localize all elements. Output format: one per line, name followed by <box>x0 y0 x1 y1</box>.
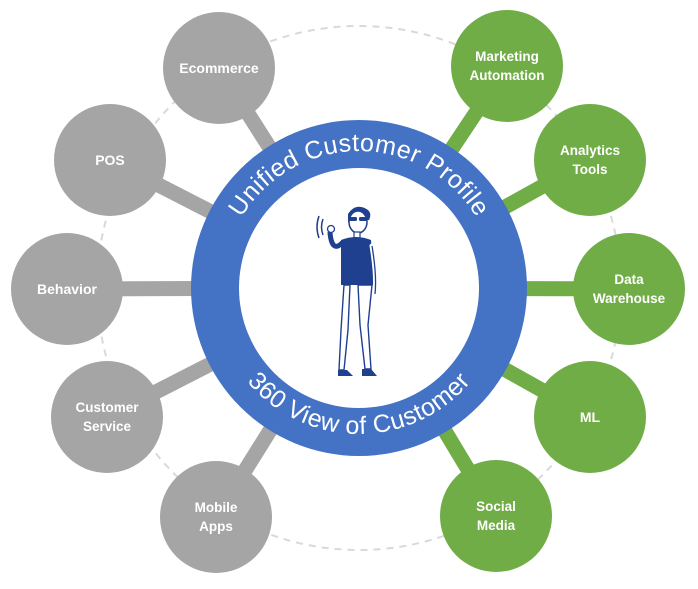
node-circle-pos <box>54 104 166 216</box>
connector-customer-service <box>149 354 220 400</box>
node-ml: ML <box>534 361 646 473</box>
node-label-behavior: Behavior <box>37 281 97 297</box>
connector-analytics-tools <box>495 178 549 218</box>
node-label-line: POS <box>95 152 125 168</box>
node-label-line: Apps <box>199 519 233 534</box>
node-behavior: Behavior <box>11 233 123 345</box>
node-circle-social-media <box>440 460 552 572</box>
node-circle-customer-service <box>51 361 163 473</box>
node-label-line: Tools <box>573 162 608 177</box>
node-circle-ml <box>534 361 646 473</box>
connectors <box>118 105 578 477</box>
node-label-line: Analytics <box>560 143 620 158</box>
node-label-ecommerce: Ecommerce <box>179 60 259 76</box>
node-ecommerce: Ecommerce <box>163 12 275 124</box>
node-circle-data-warehouse <box>573 233 685 345</box>
center-hub: Unified Customer Profile 360 View of Cus… <box>191 120 527 456</box>
connector-ml <box>495 359 549 399</box>
node-label-line: Ecommerce <box>179 60 259 76</box>
node-circle-mobile-apps <box>160 461 272 573</box>
node-label-line: Social <box>476 499 516 514</box>
person-waving-icon <box>316 206 379 376</box>
connector-pos <box>152 177 221 222</box>
node-label-line: Warehouse <box>593 291 666 306</box>
node-pos: POS <box>54 104 166 216</box>
connector-ecommerce <box>240 107 280 158</box>
node-label-line: Data <box>614 272 644 287</box>
node-label-line: Behavior <box>37 281 97 297</box>
node-label-ml: ML <box>580 409 601 425</box>
node-label-line: Automation <box>470 68 545 83</box>
node-circle-analytics-tools <box>534 104 646 216</box>
node-circle-marketing-automation <box>451 10 563 122</box>
node-circle-ecommerce <box>163 12 275 124</box>
node-label-line: Marketing <box>475 49 539 64</box>
connector-marketing-automation <box>441 105 485 160</box>
node-label-pos: POS <box>95 152 125 168</box>
node-label-line: ML <box>580 409 601 425</box>
node-circle-behavior <box>11 233 123 345</box>
connector-social-media <box>434 421 476 476</box>
node-label-line: Media <box>477 518 516 533</box>
connector-mobile-apps <box>237 419 281 477</box>
node-label-line: Service <box>83 419 132 434</box>
node-label-line: Mobile <box>195 500 238 515</box>
node-label-line: Customer <box>75 400 139 415</box>
